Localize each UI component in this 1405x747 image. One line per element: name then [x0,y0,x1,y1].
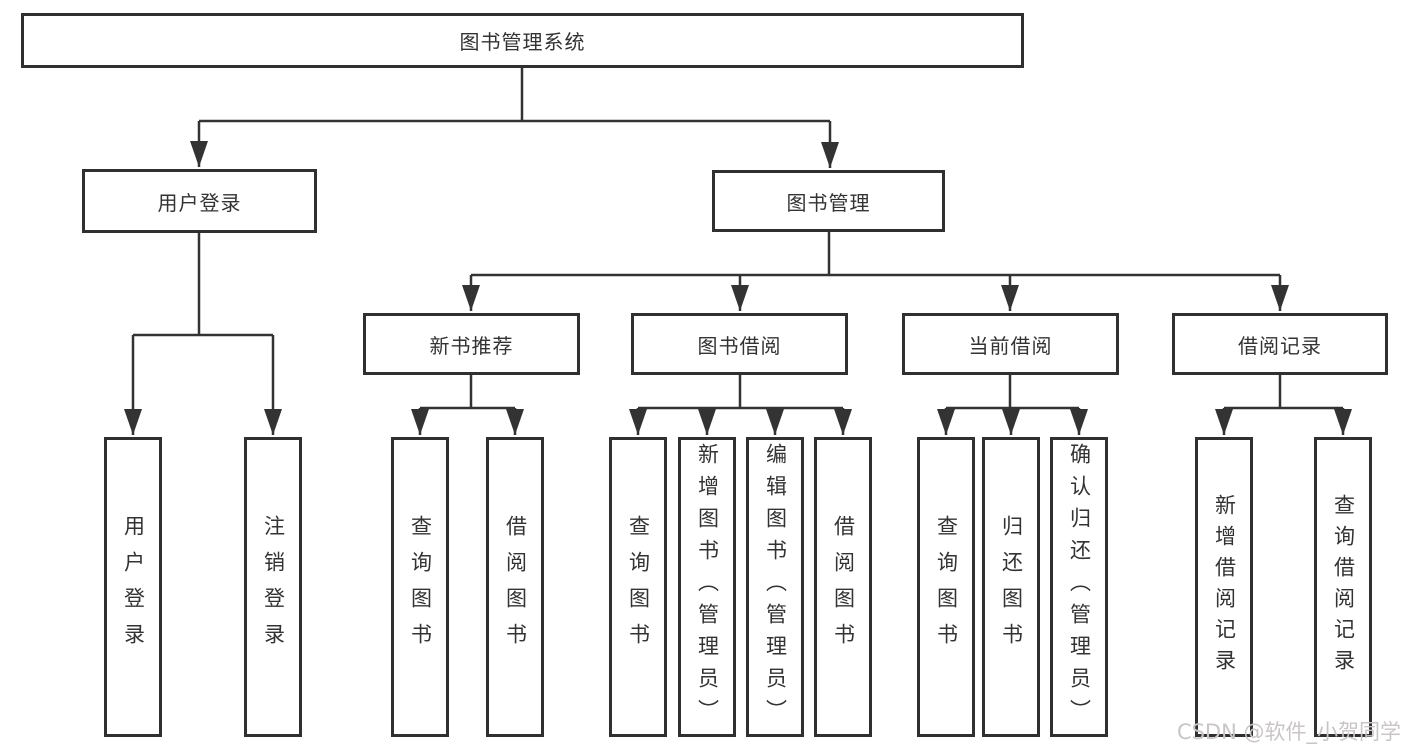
node-current-borrow-label: 当前借阅 [968,333,1053,358]
connector-current-borrow [946,375,1079,410]
leaf-rec-borrow-book: 借阅图书 [486,437,544,737]
leaf-borrow-edit-book-admin: 编辑图书（管理员） [746,437,804,737]
leaf-current-query-book-label: 查询图书 [934,515,959,659]
connector-book-borrow [638,375,843,410]
node-borrow-record-label: 借阅记录 [1238,333,1322,358]
leaf-user-login: 用户登录 [104,437,162,737]
node-root-system-label: 图书管理系统 [459,30,586,54]
leaf-borrow-add-book-admin: 新增图书（管理员） [678,437,736,737]
leaf-record-add-label: 新增借阅记录 [1212,494,1237,680]
leaf-borrow-edit-book-admin-label: 编辑图书（管理员） [763,443,788,731]
leaf-current-return-book-label: 归还图书 [999,515,1024,659]
node-new-book-recommend: 新书推荐 [363,313,580,375]
node-borrow-record: 借阅记录 [1172,313,1388,375]
node-new-book-recommend-label: 新书推荐 [429,333,514,358]
leaf-current-return-book: 归还图书 [982,437,1040,737]
node-book-management: 图书管理 [712,170,945,232]
leaf-rec-borrow-book-label: 借阅图书 [503,515,528,659]
leaf-borrow-add-book-admin-label: 新增图书（管理员） [695,443,720,731]
leaf-record-query: 查询借阅记录 [1314,437,1372,737]
leaf-current-query-book: 查询图书 [917,437,975,737]
leaf-user-login-label: 用户登录 [121,515,146,659]
connector-root [199,68,830,123]
node-book-borrow-label: 图书借阅 [697,333,782,358]
node-root-system: 图书管理系统 [21,13,1024,68]
leaf-logout: 注销登录 [244,437,302,737]
leaf-current-confirm-return-admin: 确认归还（管理员） [1050,437,1108,737]
node-user-login: 用户登录 [82,169,317,233]
connector-book-mgmt [471,232,1280,277]
connector-new-book-rec [420,375,515,410]
connector-borrow-record [1224,375,1343,410]
node-user-login-label: 用户登录 [157,190,242,215]
leaf-record-query-label: 查询借阅记录 [1331,494,1356,680]
leaf-rec-query-book: 查询图书 [391,437,449,737]
leaf-borrow-borrow-book: 借阅图书 [814,437,872,737]
node-book-borrow: 图书借阅 [631,313,848,375]
leaf-current-confirm-return-admin-label: 确认归还（管理员） [1067,443,1092,731]
leaf-borrow-query-book-label: 查询图书 [626,515,651,659]
leaf-record-add: 新增借阅记录 [1195,437,1253,737]
leaf-borrow-query-book: 查询图书 [609,437,667,737]
node-book-management-label: 图书管理 [786,190,871,215]
leaf-borrow-borrow-book-label: 借阅图书 [831,515,856,659]
node-current-borrow: 当前借阅 [902,313,1119,375]
csdn-watermark: CSDN @软件_小贺同学 [1176,720,1401,744]
leaf-logout-label: 注销登录 [261,515,286,659]
connector-user-login [133,233,273,337]
leaf-rec-query-book-label: 查询图书 [408,515,433,659]
